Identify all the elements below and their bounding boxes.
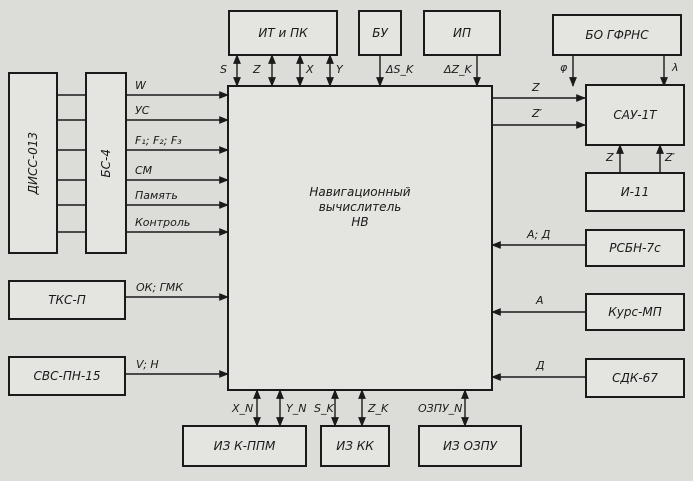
signal-us: УС — [135, 104, 150, 117]
signal-pamyat: Память — [135, 189, 178, 202]
ip-block: ИП — [423, 10, 501, 56]
rsbn-7s-block: РСБН-7с — [585, 229, 685, 267]
signal-a-d: А; Д — [527, 228, 551, 241]
iz-kk-block: ИЗ КК — [320, 425, 390, 467]
kurs-mp-label: Курс-МП — [608, 305, 662, 319]
svs-pn-15-block: СВС-ПН-15 — [8, 356, 126, 396]
signal-lambda: λ — [672, 61, 679, 74]
bs-4-label: БС-4 — [99, 148, 113, 178]
diss-013-block: ДИСС-013 — [8, 72, 58, 254]
iz-k-ppm-block: ИЗ К-ППМ — [182, 425, 307, 467]
bs-4-block: БС-4 — [85, 72, 127, 254]
rsbn-7s-label: РСБН-7с — [609, 241, 661, 255]
signal-w: W — [135, 79, 146, 92]
signal-z-prime-i11: Z′ — [665, 151, 676, 164]
signal-z-prime-sau: Z′ — [532, 107, 543, 120]
signal-sk: S_K — [314, 402, 334, 415]
signal-f: F₁; F₂; F₃ — [135, 134, 182, 147]
signal-phi: φ — [560, 61, 568, 74]
iz-ozpu-block: ИЗ ОЗПУ — [418, 425, 522, 467]
iz-ozpu-label: ИЗ ОЗПУ — [443, 439, 497, 453]
tks-p-label: ТКС-П — [48, 293, 86, 307]
i-11-label: И-11 — [620, 185, 650, 199]
sau-1t-block: САУ-1Т — [585, 84, 685, 146]
nv-title-line2: вычислитель — [318, 200, 402, 214]
tks-p-block: ТКС-П — [8, 280, 126, 320]
signal-delta-sk: ΔS_K — [386, 63, 414, 76]
signal-delta-zk: ΔZ_K — [444, 63, 472, 76]
i-11-block: И-11 — [585, 172, 685, 212]
signal-ozpu-n: ОЗПУ_N — [418, 402, 463, 415]
nv-title-line1: Навигационный — [309, 185, 411, 199]
signal-x-top: X — [306, 63, 314, 76]
diss-013-label: ДИСС-013 — [26, 131, 40, 195]
it-i-pk-label: ИТ и ПК — [258, 26, 308, 40]
kurs-mp-block: Курс-МП — [585, 293, 685, 331]
bo-gfrns-label: БО ГФРНС — [585, 28, 649, 42]
signal-ok-gmk: ОК; ГМК — [136, 281, 184, 294]
ip-label: ИП — [453, 26, 471, 40]
it-i-pk-block: ИТ и ПК — [228, 10, 338, 56]
nv-title: Навигационный вычислитель НВ — [228, 185, 492, 230]
sau-1t-label: САУ-1Т — [613, 108, 657, 122]
signal-z-top: Z — [253, 63, 261, 76]
bo-gfrns-block: БО ГФРНС — [552, 14, 682, 56]
nv-title-line3: НВ — [351, 215, 369, 229]
bu-label: БУ — [372, 26, 388, 40]
bu-block: БУ — [358, 10, 402, 56]
signal-z-i11: Z — [606, 151, 614, 164]
signal-s-top: S — [220, 63, 227, 76]
iz-kk-label: ИЗ КК — [336, 439, 374, 453]
signal-sm: СМ — [135, 164, 153, 177]
iz-k-ppm-label: ИЗ К-ППМ — [213, 439, 276, 453]
signal-v-h: V; H — [136, 358, 159, 371]
signal-a: А — [536, 294, 544, 307]
sdk-67-label: СДК-67 — [612, 371, 658, 385]
sdk-67-block: СДК-67 — [585, 358, 685, 398]
signal-z-sau: Z — [532, 81, 540, 94]
signal-yn: Y_N — [286, 402, 307, 415]
signal-kontrol: Контроль — [135, 216, 191, 229]
signal-zk: Z_K — [368, 402, 389, 415]
signal-y-top: Y — [336, 63, 343, 76]
signal-xn: X_N — [232, 402, 254, 415]
signal-d: Д — [536, 359, 545, 372]
svs-pn-15-label: СВС-ПН-15 — [33, 369, 101, 383]
